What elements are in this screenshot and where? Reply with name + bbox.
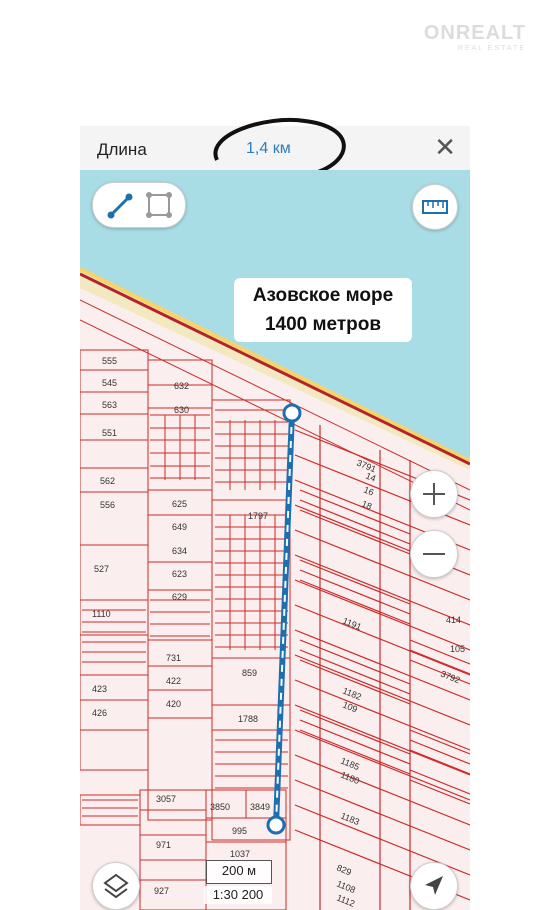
sea-annotation: Азовское море 1400 метров [234,278,412,342]
plot-number: 556 [100,500,115,510]
plot-number: 414 [446,615,461,625]
watermark-brand: ONREALT [423,22,526,44]
plot-number: 632 [174,381,189,391]
plot-number: 1037 [230,849,250,859]
plot-number: 995 [232,826,247,836]
plot-number: 971 [156,840,171,850]
plot-number: 423 [92,684,107,694]
plot-number: 3057 [156,794,176,804]
length-label: Длина [97,140,147,159]
plot-number: 562 [100,476,115,486]
plot-number: 1797 [248,511,268,521]
measure-header: Длина 1,4 км ✕ [80,126,470,170]
plot-number: 3850 [210,802,230,812]
layers-button[interactable] [92,862,140,910]
area-mode-icon [146,192,172,218]
plot-number: 14 [364,471,377,484]
plot-number: 422 [166,676,181,686]
plot-number: 426 [92,708,107,718]
scale-ratio: 1:30 200 [204,886,272,904]
measure-route-outline [273,412,295,826]
close-icon[interactable]: ✕ [434,132,456,162]
navigation-arrow-icon [425,876,443,895]
plot-number: 18 [360,499,373,512]
plot-number: 634 [172,546,187,556]
route-start-point [282,403,302,423]
plot-number: 1788 [238,714,258,724]
plot-number: 105 [450,644,465,654]
zoom-out-button[interactable] [410,530,458,578]
watermark-logo: ONREALT REAL ESTATE [424,22,526,52]
plot-number: 555 [102,356,117,366]
plot-number: 625 [172,499,187,509]
plot-number: 545 [102,378,117,388]
line-mode-icon [107,193,133,219]
plot-number: 3792 [439,669,461,686]
plot-number: 829 [335,863,353,878]
sea-annotation-line2: 1400 метров [264,314,382,335]
map-canvas[interactable]: 555 545 563 551 562 556 527 1110 423 426… [80,170,470,910]
plot-number: 420 [166,699,181,709]
plot-number: 927 [154,886,169,896]
watermark-sub: REAL ESTATE [457,45,526,52]
length-value: 1,4 км [246,140,291,157]
plot-number: 527 [94,564,109,574]
plot-number: 3849 [250,802,270,812]
ruler-button[interactable] [412,184,458,230]
plot-number: 731 [166,653,181,663]
layers-icon [103,873,129,899]
plot-number: 551 [102,428,117,438]
plot-number: 623 [172,569,187,579]
plot-number: 16 [362,485,375,498]
plot-number: 1180 [339,770,361,787]
plot-number: 649 [172,522,187,532]
plus-icon [423,483,445,505]
plot-number: 3791 [355,458,377,475]
zoom-in-button[interactable] [410,470,458,518]
plot-number: 1110 [92,609,111,619]
plot-number: 859 [242,668,257,678]
locate-button[interactable] [410,862,458,910]
route-end-point [266,815,286,835]
sea-annotation-line1: Азовское море [252,285,394,306]
minus-icon [423,553,445,555]
scale-bar: 200 м [206,860,272,884]
measure-mode-toggle[interactable] [92,182,186,228]
plot-number: 109 [341,700,359,715]
plot-number: 563 [102,400,117,410]
plot-number: 630 [174,405,189,415]
plot-number: 629 [172,592,187,602]
plot-number: 1191 [341,616,363,633]
ruler-icon [422,200,448,214]
